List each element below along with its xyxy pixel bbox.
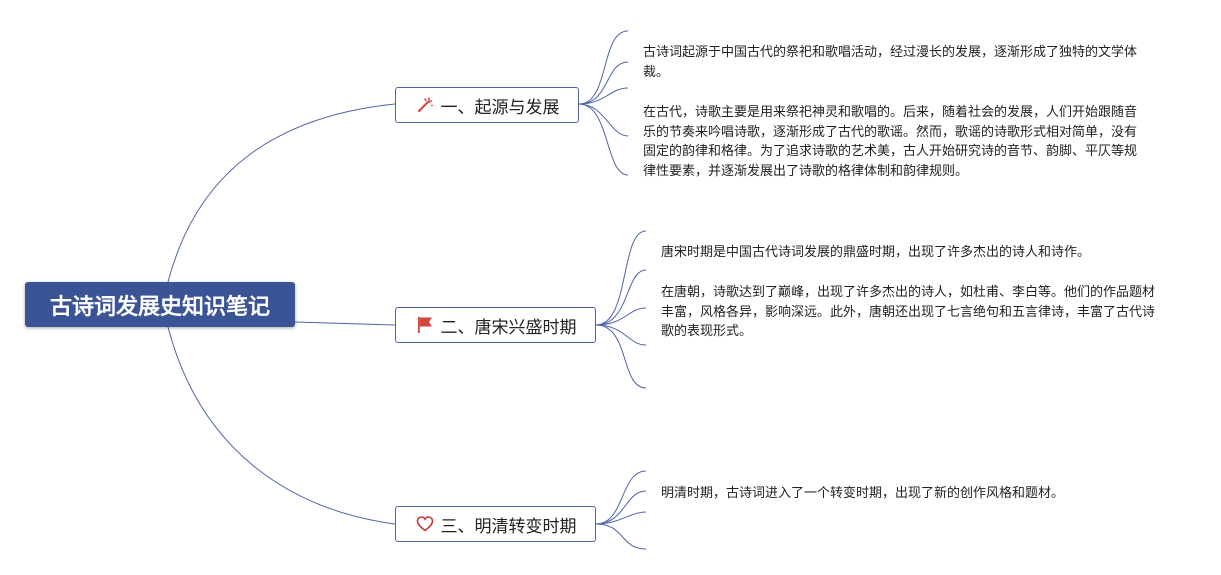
branch-line-1 xyxy=(167,103,396,283)
note-origin-2: 在古代，诗歌主要是用来祭祀神灵和歌唱的。后来，随着社会的发展，人们开始跟随音乐的… xyxy=(643,105,1138,179)
topic-label: 一、起源与发展 xyxy=(440,97,560,118)
topic-origin-development[interactable]: 一、起源与发展 xyxy=(395,87,579,123)
topic-label: 二、唐宋兴盛时期 xyxy=(440,317,577,338)
topic-tang-song[interactable]: 二、唐宋兴盛时期 xyxy=(395,307,596,343)
red-flag-icon xyxy=(415,315,435,335)
note-tang-song-1: 唐宋时期是中国古代诗词发展的鼎盛时期，出现了许多杰出的诗人和诗作。 xyxy=(661,245,1091,260)
topic-1-fan xyxy=(578,30,629,176)
note-origin-1: 古诗词起源于中国古代的祭祀和歌唱活动，经过漫长的发展，逐渐形成了独特的文学体裁。 xyxy=(643,45,1138,80)
topic-label: 三、明清转变时期 xyxy=(440,516,577,537)
note-tang-song-2: 在唐朝，诗歌达到了巅峰，出现了许多杰出的诗人，如杜甫、李白等。他们的作品题材丰富… xyxy=(661,285,1156,339)
branch-line-2 xyxy=(294,321,396,326)
branch-line-3 xyxy=(167,326,396,525)
topic-ming-qing[interactable]: 三、明清转变时期 xyxy=(395,506,596,542)
root-topic[interactable]: 古诗词发展史知识笔记 xyxy=(25,282,295,327)
heart-icon xyxy=(415,514,435,534)
root-title: 古诗词发展史知识笔记 xyxy=(49,294,270,320)
topic-3-fan xyxy=(595,470,647,550)
note-ming-qing-1: 明清时期，古诗词进入了一个转变时期，出现了新的创作风格和题材。 xyxy=(661,486,1065,501)
topic-2-fan xyxy=(595,230,647,389)
magic-wand-icon xyxy=(415,95,435,115)
